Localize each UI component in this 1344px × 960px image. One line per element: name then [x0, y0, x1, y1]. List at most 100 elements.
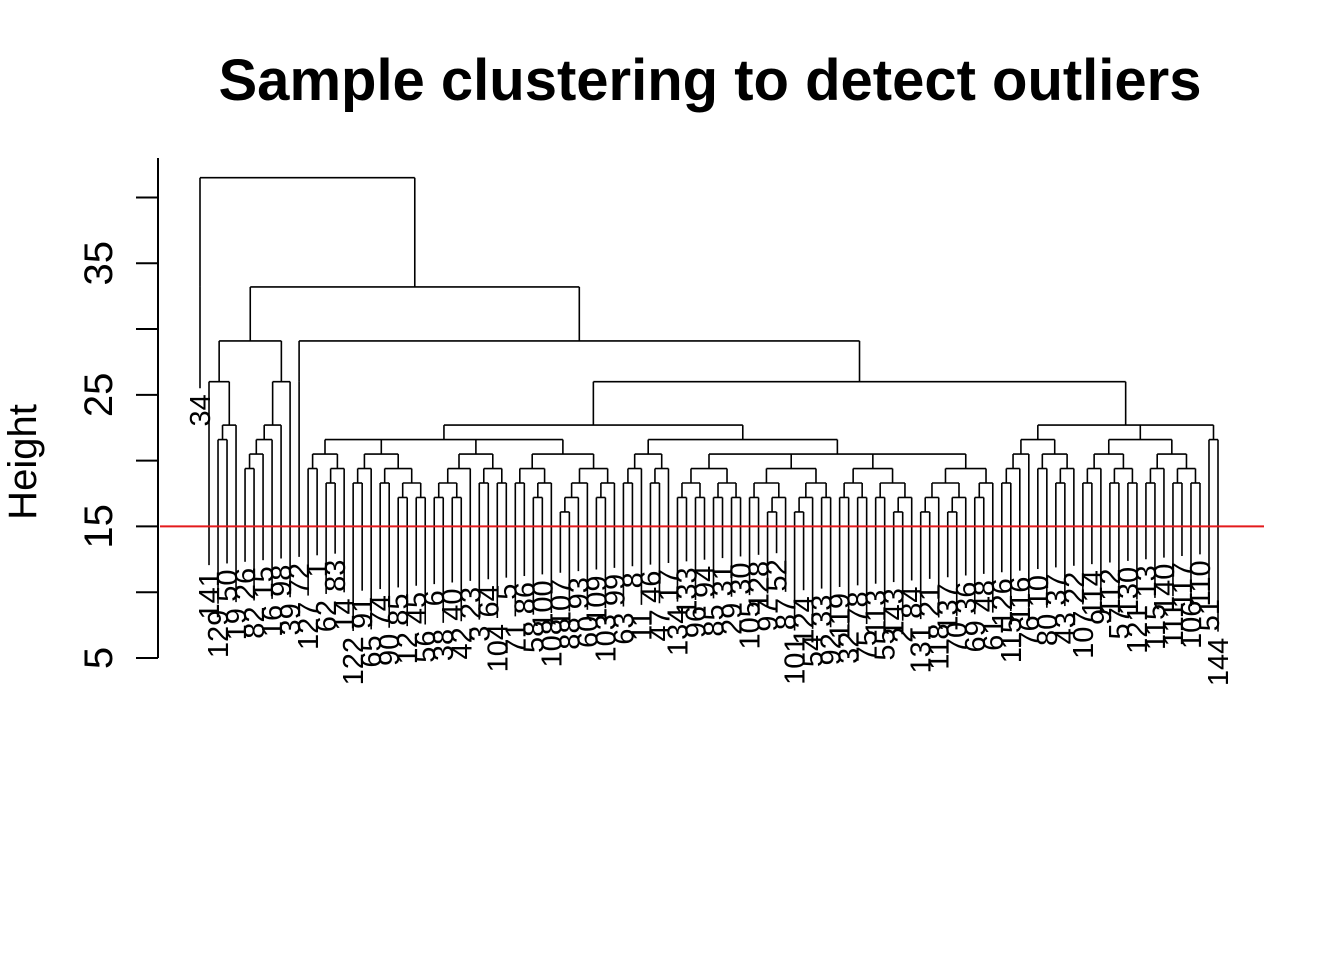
leaf-label: 52 [762, 559, 794, 591]
leaf-label: 16 [257, 605, 289, 637]
leaf-label: 143 [879, 588, 911, 636]
leaf-label: 126 [987, 578, 1019, 626]
leaf-label: 116 [1005, 577, 1037, 623]
leaf-label: 31 [708, 564, 740, 596]
leaf-label: 119 [825, 593, 857, 639]
leaf-label: 100 [527, 580, 559, 628]
leaf-label: 43 [1050, 612, 1082, 644]
leaf-label: 91 [347, 597, 379, 629]
leaf-label: 134 [662, 608, 694, 656]
leaf-label: 15 [248, 566, 280, 598]
leaf-label: 30 [726, 562, 758, 594]
leaf-label: 118 [924, 623, 956, 669]
leaf-label: 99 [599, 574, 631, 606]
dendrogram-tree [199, 176, 1219, 632]
leaf-label: 36 [951, 582, 983, 614]
leaf-label: 26 [230, 568, 262, 600]
leaf-label: 129 [203, 610, 235, 658]
leaf-label: 122 [338, 637, 370, 685]
leaf-label: 47 [644, 609, 676, 641]
leaf-label: 144 [1203, 638, 1235, 686]
leaf-label: 106 [1176, 601, 1208, 649]
y-axis: 5 15 25 35 [77, 158, 159, 669]
leaf-label: 105 [735, 601, 767, 649]
leaf-label: 13 [1131, 565, 1163, 597]
leaf-label: 101 [780, 637, 812, 685]
leaf-label: 121 [1122, 606, 1154, 654]
leaf-label: 131 [906, 625, 938, 673]
leaf-label: 141 [194, 571, 226, 619]
leaf-label: 23 [455, 587, 487, 619]
y-axis-label: Height [1, 404, 45, 520]
leaf-label: 115 [1140, 604, 1172, 650]
leaf-label: 112 [1095, 569, 1127, 615]
leaf-label: 42 [446, 627, 478, 659]
leaf-label: 104 [482, 624, 514, 672]
leaf-label: 12 [392, 632, 424, 664]
leaf-label: 103 [590, 614, 622, 662]
leaf-label: 133 [671, 567, 703, 615]
leaf-label: 86 [509, 582, 541, 614]
leaf-label: 60 [572, 616, 604, 648]
leaf-label: 21 [915, 585, 947, 617]
leaf-label: 57 [1104, 607, 1136, 639]
leaf-label: 65 [356, 635, 388, 667]
leaf-label: 84 [897, 586, 929, 618]
leaf-label: 128 [744, 561, 776, 609]
leaf-label: 50 [212, 569, 244, 601]
leaf-label: 130 [1113, 567, 1145, 615]
y-tick-label: 35 [77, 241, 121, 286]
leaf-label: 97 [753, 599, 785, 631]
leaf-label: 55 [870, 628, 902, 660]
leaf-label: 115 [996, 617, 1028, 663]
leaf-label: 85 [699, 604, 731, 636]
y-tick-label: 5 [77, 647, 121, 669]
leaf-label: 29 [717, 603, 749, 635]
leaf-label: 71 [500, 622, 532, 654]
leaf-label: 74 [365, 595, 397, 627]
leaf-label: 75 [852, 630, 884, 662]
leaf-label: 96 [680, 606, 712, 638]
leaf-label: 93 [563, 577, 595, 609]
leaf-label: 117 [1167, 562, 1199, 608]
leaf-label: 38 [428, 629, 460, 661]
leaf-label: 76 [1014, 615, 1046, 647]
leaf-label: 114 [1077, 570, 1109, 616]
leaf-label: 113 [861, 590, 893, 636]
leaf-label: 110 [1185, 560, 1217, 606]
leaf-label: 72 [284, 563, 316, 595]
leaf-label: 83 [320, 560, 352, 592]
leaf-label: 107 [545, 579, 577, 627]
leaf-label: 82 [239, 606, 271, 638]
leaf-label: 90 [374, 634, 406, 666]
leaf-label: 10 [1023, 575, 1055, 607]
leaf-label: 34 [185, 394, 217, 426]
leaf-label: 22 [1059, 572, 1091, 604]
leaf-label: 62 [311, 600, 343, 632]
leaf-label: 58 [518, 621, 550, 653]
leaf-label: 69 [960, 620, 992, 652]
leaf-label: 39 [275, 603, 307, 635]
leaf-label: 61 [978, 619, 1010, 651]
leaf-label: 70 [942, 622, 974, 654]
leaf-label: 32 [834, 632, 866, 664]
y-tick-label: 25 [77, 373, 121, 418]
leaf-label: 137 [933, 583, 965, 631]
leaf-label: 124 [789, 596, 821, 644]
y-tick-label: 15 [77, 504, 121, 549]
leaf-label: 1 [302, 561, 334, 577]
leaf-label: 19 [221, 608, 253, 640]
leaf-label: 6 [419, 590, 451, 606]
leaf-label: 45 [401, 592, 433, 624]
leaf-label: 14 [329, 598, 361, 630]
leaf-label: 46 [635, 571, 667, 603]
leaf-label: 111 [1158, 602, 1190, 646]
chart-title: Sample clustering to detect outliers [219, 48, 1202, 113]
leaf-label: 33 [807, 595, 839, 627]
leaf-label: 108 [536, 619, 568, 667]
leaf-label: 8 [617, 572, 649, 588]
leaf-label: 11 [626, 611, 658, 641]
leaf-label: 63 [608, 613, 640, 645]
